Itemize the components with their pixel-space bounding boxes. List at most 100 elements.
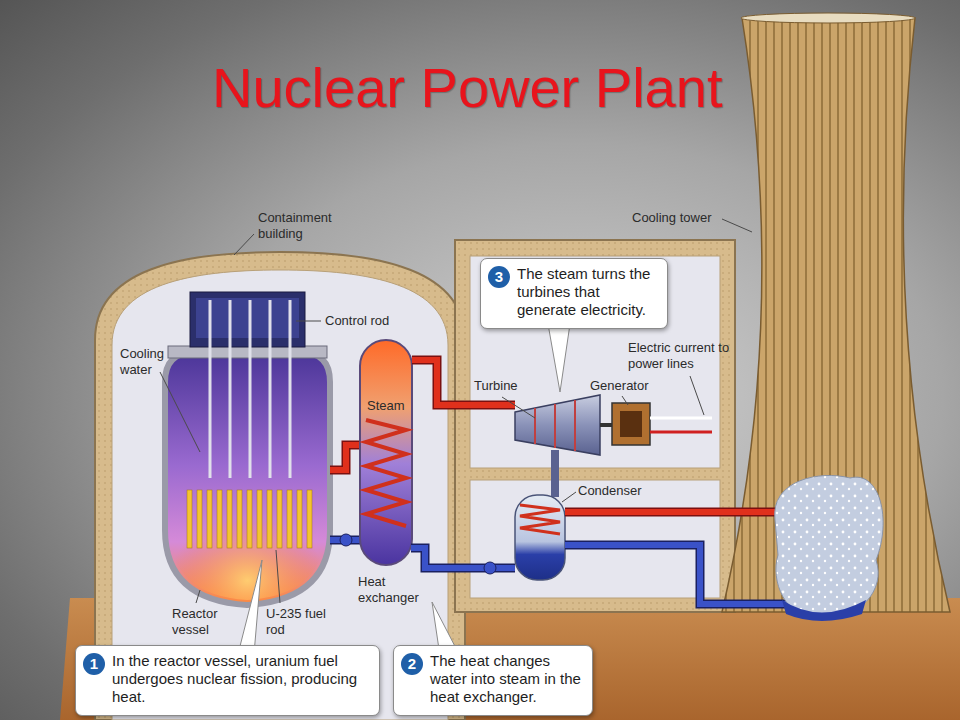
- water-spray-part: [775, 475, 883, 618]
- reactor-vessel-part: [165, 352, 330, 605]
- part-label: Turbine: [474, 378, 534, 394]
- reactor-vessel-part: [168, 346, 327, 358]
- leader-lines-part: [196, 590, 200, 603]
- power-wires-part: [650, 417, 712, 420]
- primary-pipes-part: [330, 445, 362, 470]
- heat-exchanger-part: [360, 340, 412, 565]
- reactor-vessel-part: [170, 470, 325, 600]
- water-spray: [775, 475, 883, 621]
- part-label: Heat exchanger: [358, 574, 428, 606]
- fuel-rods-part: [217, 490, 222, 548]
- fuel-rods: [187, 490, 312, 548]
- control-rods-part: [209, 300, 212, 478]
- power-wires: [650, 418, 712, 432]
- condenser-part: [520, 505, 560, 534]
- reactor-vessel: [165, 346, 330, 605]
- primary-pipes: [330, 445, 362, 546]
- callout-text: The heat changes water into steam in the…: [430, 646, 584, 712]
- primary-pipes-part: [330, 445, 362, 470]
- turbine-part: [515, 395, 600, 455]
- page-title: Nuclear Power Plant: [212, 56, 722, 120]
- part-label: Reactor vessel: [172, 606, 237, 638]
- turbine-part: [554, 404, 556, 448]
- condenser: [515, 495, 565, 580]
- fuel-rods-part: [307, 490, 312, 548]
- ground: [60, 598, 960, 720]
- leader-lines-part: [622, 396, 628, 405]
- part-label: Electric current to power lines: [628, 340, 748, 372]
- callout-pointers-part: [238, 560, 262, 654]
- callout-box: 3 The steam turns the turbines that gener…: [480, 258, 668, 329]
- part-label: Cooling tower: [632, 210, 732, 226]
- fuel-rods-part: [257, 490, 262, 548]
- cooling-water-pipes-part: [565, 508, 800, 517]
- callout-box: 1 In the reactor vessel, uranium fuel und…: [75, 645, 380, 716]
- part-label: Cooling water: [120, 346, 190, 378]
- cooling-tower-part: [741, 13, 915, 23]
- fuel-rods-part: [187, 490, 192, 548]
- control-rods-part: [190, 292, 305, 347]
- cooling-water-pipes-part: [565, 545, 800, 604]
- part-label: Generator: [590, 378, 670, 394]
- power-wires-part: [650, 431, 712, 434]
- fuel-rods-part: [287, 490, 292, 548]
- heat-exchanger-part: [366, 420, 406, 526]
- cooling-water-pipes-part: [565, 545, 800, 604]
- callout-box: 2 The heat changes water into steam in th…: [393, 645, 593, 716]
- generator-part: [612, 403, 650, 445]
- generator-part: [620, 411, 642, 437]
- fuel-rods-part: [197, 490, 202, 548]
- turbine-building: [455, 240, 735, 612]
- callout-text: The steam turns the turbines that genera…: [517, 259, 659, 325]
- cooling-water-pipes-part: [565, 509, 800, 515]
- fuel-rods-part: [227, 490, 232, 548]
- generator: [612, 403, 650, 445]
- fuel-rods-part: [297, 490, 302, 548]
- control-rods-part: [249, 300, 252, 478]
- leader-lines-part: [502, 397, 535, 418]
- fuel-rods-part: [277, 490, 282, 548]
- callout-number: 2: [401, 653, 423, 675]
- part-label: Containment building: [258, 210, 368, 242]
- leader-lines-part: [234, 234, 254, 255]
- water-spray-part: [782, 600, 866, 621]
- leader-lines-part: [562, 492, 576, 502]
- turbine-part: [534, 408, 536, 444]
- callout-pointers: [238, 324, 570, 656]
- turbine-part: [600, 423, 612, 427]
- secondary-pipes-part: [484, 562, 496, 574]
- secondary-pipes-part: [411, 548, 515, 568]
- ground-part: [60, 598, 960, 720]
- fuel-rods-part: [237, 490, 242, 548]
- fuel-rods-part: [207, 490, 212, 548]
- leader-lines-part: [276, 550, 280, 603]
- fuel-rods-part: [267, 490, 272, 548]
- callout-number: 1: [83, 653, 105, 675]
- leader-lines-part: [160, 372, 200, 452]
- control-rods-part: [269, 300, 272, 478]
- secondary-pipes-part: [551, 450, 559, 497]
- turbine-building-part: [455, 240, 735, 612]
- primary-pipes-part: [340, 534, 352, 546]
- fuel-rods-part: [247, 490, 252, 548]
- part-label: Steam: [367, 398, 411, 414]
- turbine-building-part: [470, 480, 720, 598]
- control-rods-part: [229, 300, 232, 478]
- heat-exchanger: [360, 340, 412, 565]
- leader-lines-part: [296, 321, 321, 322]
- turbine: [515, 395, 612, 455]
- control-rods: [190, 292, 305, 478]
- leader-lines-part: [690, 376, 704, 415]
- control-rods-part: [289, 300, 292, 478]
- secondary-pipes-part: [411, 548, 515, 568]
- callout-text: In the reactor vessel, uranium fuel unde…: [112, 646, 371, 712]
- condenser-part: [515, 495, 565, 580]
- cooling-water-pipes: [565, 512, 800, 604]
- callout-pointers-part: [548, 324, 570, 392]
- leader-lines: [160, 219, 752, 603]
- leader-lines-part: [722, 219, 752, 232]
- callout-number: 3: [488, 266, 510, 288]
- turbine-part: [574, 400, 576, 451]
- part-label: Condenser: [578, 483, 658, 499]
